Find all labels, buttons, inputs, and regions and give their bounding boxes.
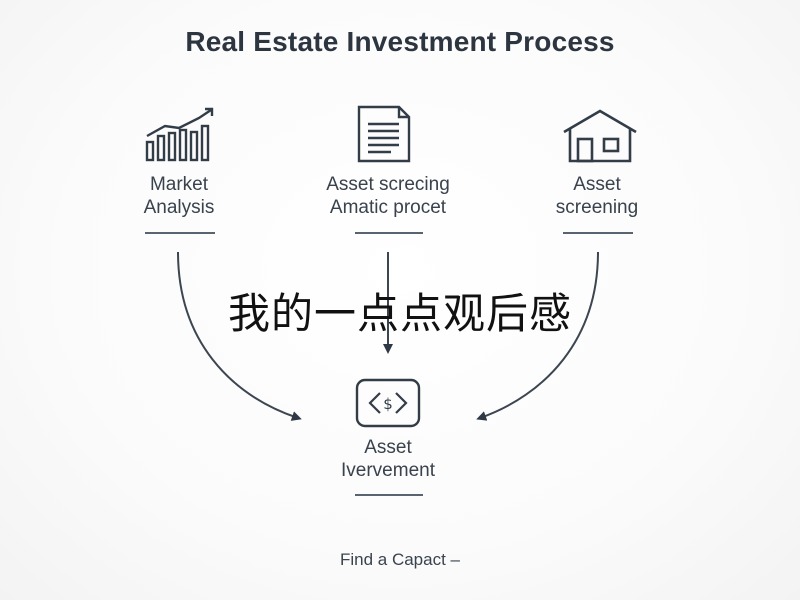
node-market-analysis: Market Analysis — [69, 173, 289, 219]
node-asset-screening-center: Asset screcing Amatic procet — [278, 173, 498, 219]
node-center-line2: Amatic procet — [329, 197, 447, 218]
node-investment-line2: Ivervement — [341, 460, 435, 481]
overlay-caption: 我的一点点观后感 — [227, 289, 572, 338]
node-investment-line1: Asset — [364, 437, 412, 458]
node-market-line1: Market — [149, 174, 209, 195]
arrow-left-to-investment — [177, 251, 302, 421]
footer-link[interactable]: Find a Capact – — [339, 550, 460, 569]
node-asset-screening-right: Asset screening — [487, 173, 707, 219]
node-right-line1: Asset — [573, 174, 621, 195]
node-right-line2: screening — [555, 197, 639, 218]
bar-chart-growth-icon — [143, 106, 219, 169]
arrow-right-to-investment — [476, 251, 599, 421]
svg-text:$: $ — [383, 395, 393, 413]
document-icon — [353, 104, 419, 169]
diagram-title: Real Estate Investment Process — [185, 26, 615, 57]
node-market-underline — [145, 232, 215, 234]
node-center-underline — [355, 232, 423, 234]
node-asset-investment: Asset Ivervement — [278, 436, 498, 482]
house-icon — [560, 108, 640, 169]
node-investment-underline — [355, 494, 423, 496]
node-center-line1: Asset screcing — [326, 174, 450, 195]
node-market-line2: Analysis — [143, 197, 215, 218]
dollar-code-icon: $ — [354, 377, 422, 434]
node-right-underline — [563, 232, 633, 234]
